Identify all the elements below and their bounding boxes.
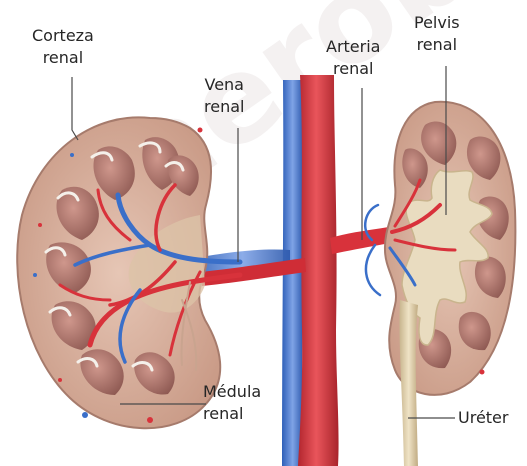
label-corteza-renal: Corteza renal xyxy=(32,25,94,69)
label-pelvis-line2: renal xyxy=(414,34,460,56)
label-corteza-line1: Corteza xyxy=(32,25,94,47)
label-ureter: Uréter xyxy=(458,407,508,429)
label-medula-renal: Médula renal xyxy=(203,381,261,425)
label-arteria-line1: Arteria xyxy=(326,36,380,58)
label-ureter-text: Uréter xyxy=(458,407,508,429)
label-corteza-line2: renal xyxy=(32,47,94,69)
label-vena-line2: renal xyxy=(204,96,244,118)
ureter xyxy=(399,300,418,466)
label-pelvis-renal: Pelvis renal xyxy=(414,12,460,56)
label-medula-line1: Médula xyxy=(203,381,261,403)
label-pelvis-line1: Pelvis xyxy=(414,12,460,34)
label-arteria-renal: Arteria renal xyxy=(326,36,380,80)
label-arteria-line2: renal xyxy=(326,58,380,80)
label-medula-line2: renal xyxy=(203,403,261,425)
label-vena-renal: Vena renal xyxy=(204,74,244,118)
label-vena-line1: Vena xyxy=(204,74,244,96)
